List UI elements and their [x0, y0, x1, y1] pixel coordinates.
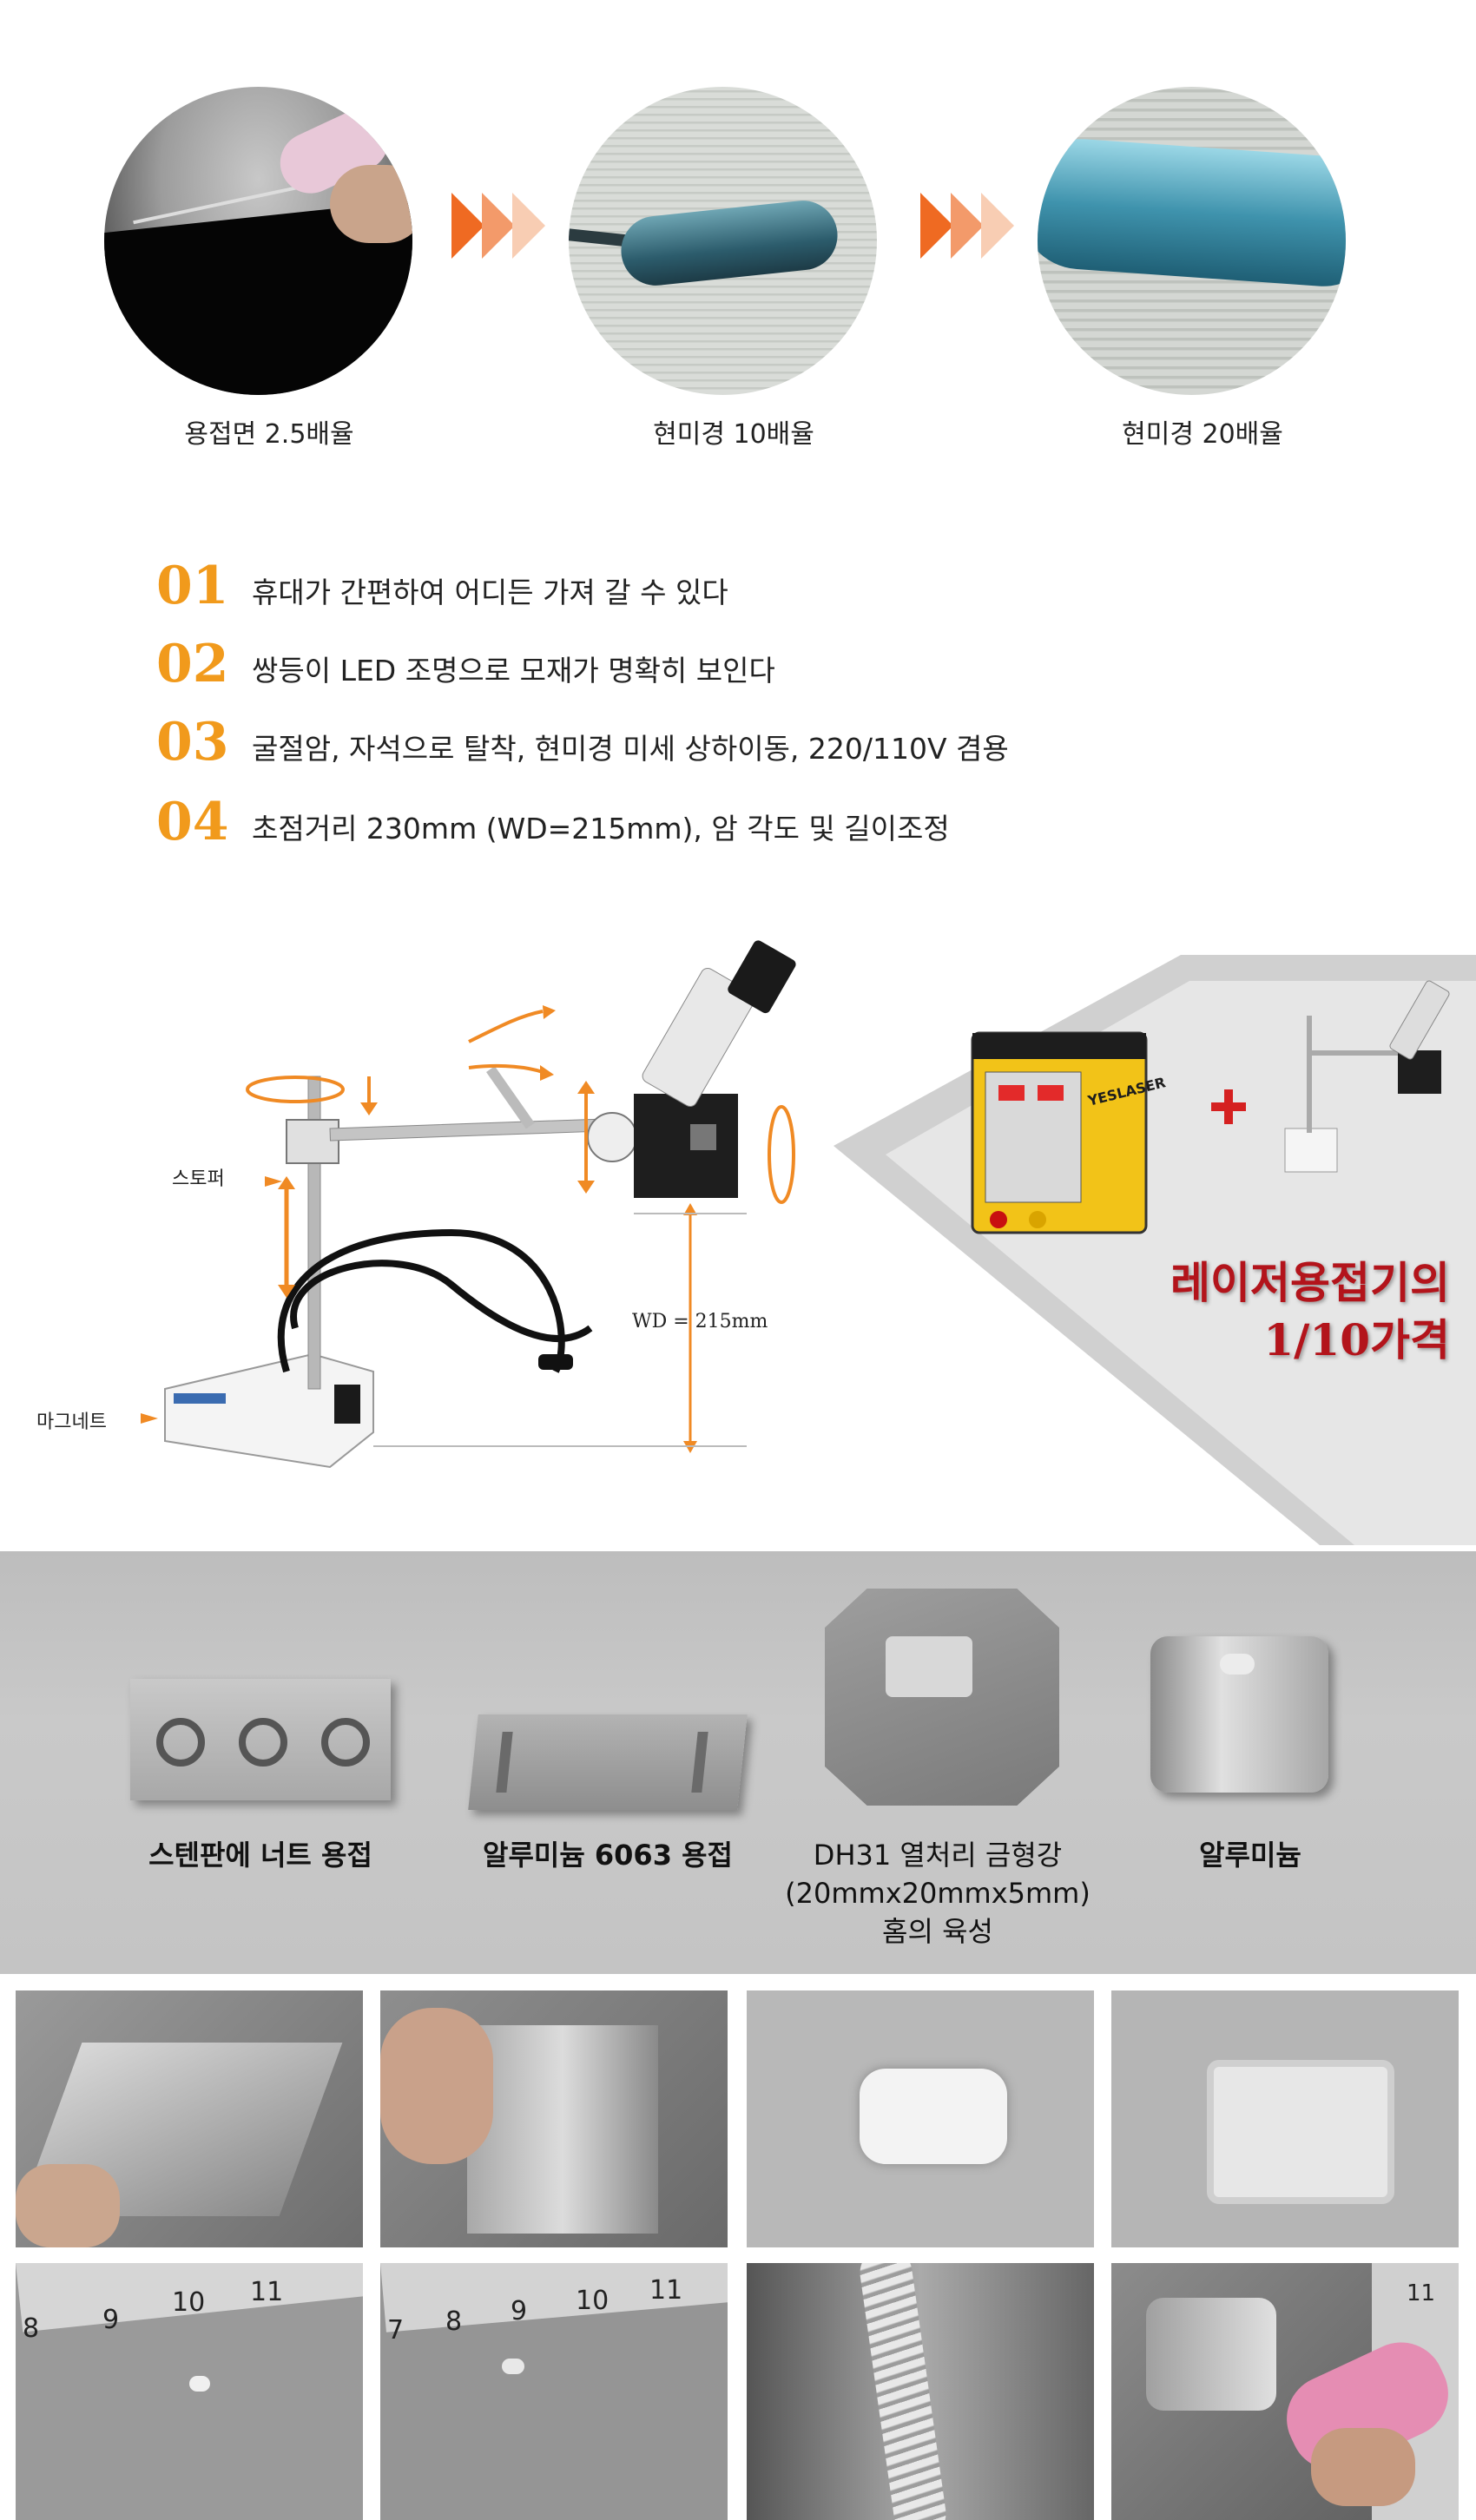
caption-20x: 현미경 20배율 — [1122, 419, 1283, 450]
ruler-number: 8 — [23, 2313, 40, 2344]
sample-caption: 알루미늄 6063 용접 — [483, 1839, 733, 1872]
photo-bent-plate-2 — [380, 1990, 728, 2247]
ruler-number: 10 — [576, 2286, 610, 2316]
sample-dh31 — [825, 1589, 1059, 1806]
feature-text: 굴절암, 자석으로 탈착, 현미경 미세 상하이동, 220/110V 겸용 — [252, 732, 1009, 766]
ruler-number: 8 — [445, 2306, 463, 2337]
microscope-diagram — [141, 940, 1476, 1545]
caption-10x: 현미경 10배율 — [653, 419, 814, 450]
sample-caption: 알루미늄 — [1199, 1839, 1301, 1872]
weld-photo-20x — [1038, 87, 1346, 395]
sample-caption-line: 홈의 육성 — [882, 1915, 993, 1948]
caption-2-5x: 용접면 2.5배율 — [184, 419, 354, 450]
weld-photo-10x — [569, 87, 877, 395]
feature-number: 02 — [156, 634, 229, 694]
sample-aluminum-6063 — [468, 1714, 748, 1810]
feature-number: 01 — [156, 556, 229, 616]
price-line-1: 레이저용접기의 — [1170, 1257, 1450, 1308]
feature-text: 초점거리 230mm (WD=215mm), 암 각도 및 길이조정 — [252, 812, 950, 845]
chevron-arrow-icon — [482, 193, 515, 259]
chevron-arrow-icon — [451, 193, 484, 259]
sample-caption-line: DH31 열처리 금형강 — [813, 1839, 1063, 1872]
photo-ruler-spot-1: 8 9 10 11 — [16, 2263, 363, 2520]
feature-text: 쌍등이 LED 조명으로 모재가 명확히 보인다 — [252, 654, 775, 688]
photo-groove-fill-2 — [1111, 1990, 1459, 2247]
price-line-2: 1/10가격 — [1263, 1314, 1450, 1365]
price-callout: 레이저용접기의 1/10가격 — [1103, 1254, 1450, 1369]
photo-bent-plate-1 — [16, 1990, 363, 2247]
photo-groove-fill-1 — [747, 1990, 1094, 2247]
chevron-arrow-icon — [981, 193, 1014, 259]
sample-caption: 스텐판에 너트 용접 — [148, 1839, 372, 1872]
ruler-number: 10 — [172, 2287, 206, 2318]
ruler-number: 9 — [102, 2305, 120, 2335]
sample-caption-multiline: DH31 열처리 금형강 (20mmx20mmx5mm) 홈의 육성 — [764, 1836, 1111, 1951]
wd-label: WD = 215mm — [632, 1311, 768, 1332]
chevron-arrow-icon — [951, 193, 984, 259]
chevron-arrow-icon — [512, 193, 545, 259]
weld-photo-2-5x — [104, 87, 412, 395]
sample-aluminum-cylinder — [1150, 1636, 1328, 1793]
feature-number: 03 — [156, 712, 229, 773]
feature-text: 휴대가 간편하여 어디든 가져 갈 수 있다 — [252, 576, 728, 609]
ruler-number: 11 — [1407, 2280, 1436, 2306]
photo-ruler-spot-2: 7 8 9 10 11 — [380, 2263, 728, 2520]
chevron-arrow-icon — [920, 193, 953, 259]
ruler-number: 9 — [511, 2296, 528, 2326]
feature-number: 04 — [156, 792, 229, 852]
sample-stainless-nuts — [130, 1679, 391, 1800]
photo-welding-in-progress: 11 — [1111, 2263, 1459, 2520]
sample-caption-line: (20mmx20mmx5mm) — [785, 1877, 1091, 1910]
stopper-label: 스토퍼 — [172, 1168, 225, 1190]
ruler-number: 11 — [250, 2277, 284, 2307]
magnet-label: 마그네트 — [36, 1411, 107, 1433]
ruler-number: 7 — [387, 2315, 405, 2346]
ruler-number: 11 — [649, 2275, 683, 2306]
photo-weld-bead-closeup — [747, 2263, 1094, 2520]
